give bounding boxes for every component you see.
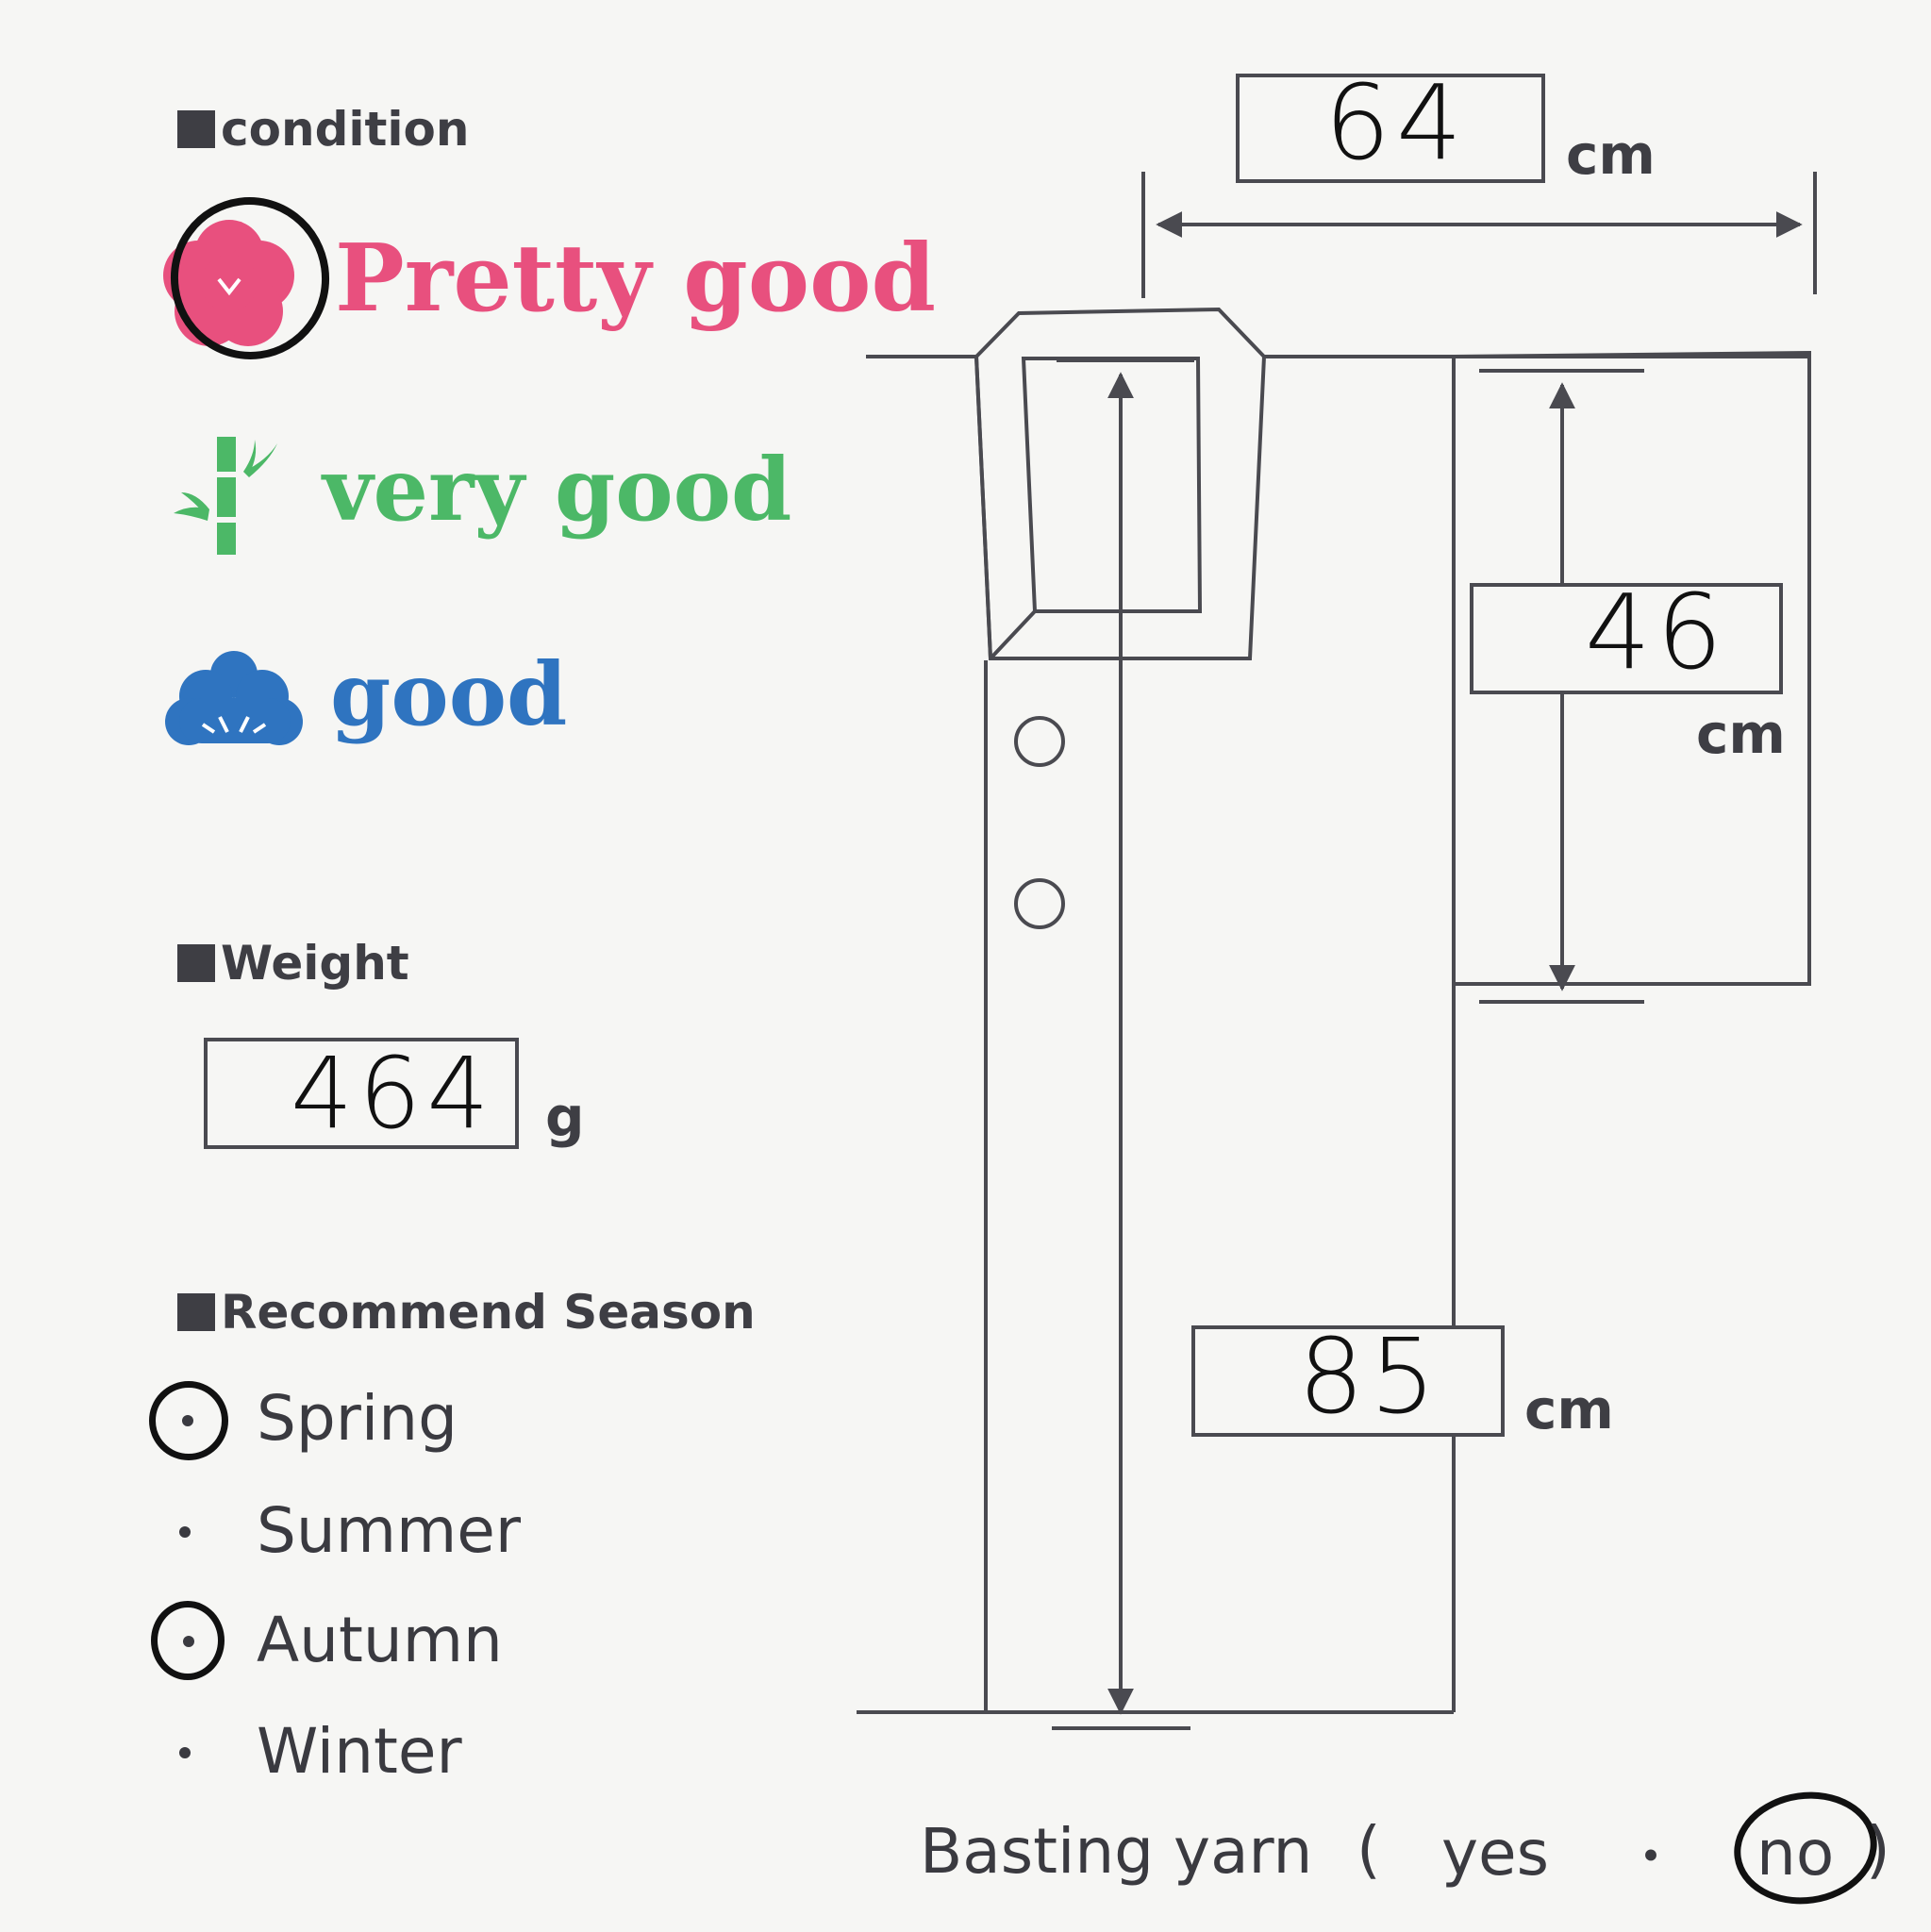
season-spring-bullet: [182, 1415, 193, 1426]
sleeve-width-unit: cm: [1566, 123, 1656, 187]
length-box[interactable]: [1191, 1325, 1505, 1437]
season-autumn-bullet: [183, 1636, 194, 1647]
basting-yarn-no[interactable]: no: [1756, 1817, 1835, 1890]
sleeve-length-box[interactable]: [1470, 583, 1783, 694]
sleeve-length-unit: cm: [1696, 702, 1786, 766]
sleeve-width-box[interactable]: [1236, 74, 1545, 183]
condition-very-good[interactable]: very good: [323, 439, 792, 541]
season-winter-bullet: [179, 1747, 191, 1758]
condition-heading: condition: [177, 102, 470, 157]
sleeve-width-value: 64: [1324, 62, 1468, 183]
basting-yarn-close-paren: ): [1866, 1813, 1890, 1886]
season-spring-selected-circle: [149, 1381, 228, 1460]
season-summer[interactable]: Summer: [257, 1494, 522, 1567]
weight-unit: g: [545, 1085, 585, 1149]
basting-yarn-label: Basting yarn: [920, 1815, 1313, 1888]
season-autumn[interactable]: Autumn: [257, 1604, 503, 1676]
collar-inner: [1021, 357, 1203, 613]
basting-yarn-yes[interactable]: yes: [1441, 1817, 1550, 1890]
sleeve-outline: [1453, 350, 1811, 986]
condition-good[interactable]: good: [330, 643, 568, 745]
button: [1014, 716, 1065, 767]
length-unit: cm: [1524, 1377, 1614, 1441]
weight-value: 464: [291, 1036, 495, 1151]
season-heading: Recommend Season: [177, 1285, 756, 1340]
season-summer-bullet: [179, 1526, 191, 1538]
weight-input-box[interactable]: [204, 1038, 519, 1149]
button: [1014, 878, 1065, 929]
square-bullet-icon: [177, 110, 215, 148]
square-bullet-icon: [177, 944, 215, 982]
season-spring[interactable]: Spring: [257, 1382, 458, 1455]
condition-pretty-good[interactable]: Pretty good: [335, 225, 937, 333]
basting-yarn-separator: ・: [1624, 1827, 1677, 1889]
length-value: 85: [1298, 1316, 1441, 1437]
weight-heading: Weight: [177, 936, 409, 991]
basting-yarn-open-paren: (: [1357, 1813, 1381, 1886]
sleeve-length-value: 46: [1585, 572, 1728, 692]
square-bullet-icon: [177, 1293, 215, 1331]
season-autumn-selected-circle: [151, 1601, 225, 1680]
season-winter[interactable]: Winter: [257, 1715, 462, 1788]
